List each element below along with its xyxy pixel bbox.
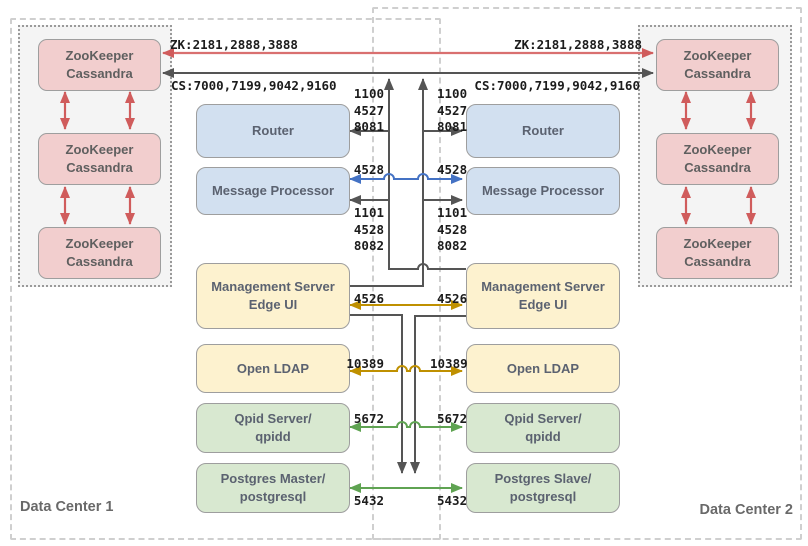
box-label: Qpid Server/	[234, 411, 312, 426]
box-label: Message Processor	[481, 183, 605, 198]
zk-ports-label: ZK:2181,2888,3888	[170, 37, 298, 52]
box-label: Edge UI	[248, 297, 298, 312]
box-label: Postgres Master/	[220, 471, 326, 486]
box-label: Management Server	[481, 279, 605, 294]
box-label: ZooKeeper	[65, 48, 134, 63]
data-center-2-label: Data Center 2	[699, 502, 793, 518]
box-label: ZooKeeper	[683, 142, 752, 157]
postgres-port-label: 5432	[353, 493, 384, 508]
ldap-port-label: 10389	[346, 356, 384, 371]
zk-ports-label: ZK:2181,2888,3888	[514, 37, 642, 52]
box-label: qpidd	[525, 429, 561, 444]
mp-sync-arrow	[349, 173, 463, 184]
port-value: 1100	[353, 86, 384, 101]
port-value: 8082	[353, 238, 384, 253]
left-ms-to-cassandra-link	[347, 78, 428, 287]
box-label: Cassandra	[66, 254, 133, 269]
box-label: ZooKeeper	[65, 142, 134, 157]
box-label: ZooKeeper	[683, 48, 752, 63]
box-label: Message Processor	[211, 183, 335, 198]
port-value: 4527	[437, 102, 468, 118]
router-box: Router	[466, 104, 620, 158]
port-value: 8082	[437, 238, 468, 253]
message-processor-box: Message Processor	[196, 167, 350, 215]
box-label: ZooKeeper	[65, 236, 134, 251]
cs-ports-label: CS:7000,7199,9042,9160	[171, 78, 337, 93]
qpid-server-box: Qpid Server/ qpidd	[466, 403, 620, 453]
port-value: 4527	[353, 102, 384, 118]
data-center-1-label: Data Center 1	[20, 499, 114, 515]
open-ldap-box: Open LDAP	[196, 344, 350, 393]
left-ms-to-postgres-link	[347, 314, 407, 474]
management-server-box: Management Server Edge UI	[466, 263, 620, 329]
box-label: Router	[252, 123, 294, 138]
box-label: Cassandra	[684, 160, 751, 175]
box-label: Postgres Slave/	[494, 471, 592, 486]
management-port-label: 4526	[353, 291, 384, 306]
zookeeper-cassandra-box: ZooKeeper Cassandra	[38, 227, 161, 279]
router-ports-label: 1100 4527 8081	[354, 86, 384, 136]
box-label: Qpid Server/	[504, 411, 582, 426]
data-center-2-boundary	[372, 7, 802, 540]
zookeeper-cassandra-box: ZooKeeper Cassandra	[656, 39, 779, 91]
box-label: Cassandra	[66, 160, 133, 175]
management-port-label: 4526	[437, 291, 468, 306]
ldap-sync-arrow	[349, 365, 463, 376]
box-label: Management Server	[211, 279, 335, 294]
qpid-sync-arrow	[349, 421, 463, 432]
cs-ports-label: CS:7000,7199,9042,9160	[474, 78, 640, 93]
postgres-port-label: 5432	[437, 493, 468, 508]
box-label: qpidd	[255, 429, 291, 444]
mp-sync-port-label: 4528	[437, 162, 468, 177]
data-center-1-boundary	[10, 18, 441, 540]
zookeeper-cassandra-box: ZooKeeper Cassandra	[656, 227, 779, 279]
message-processor-box: Message Processor	[466, 167, 620, 215]
box-label: Edge UI	[518, 297, 568, 312]
box-label: postgresql	[239, 489, 307, 504]
box-label: ZooKeeper	[683, 236, 752, 251]
port-value: 8081	[353, 119, 384, 134]
management-server-box: Management Server Edge UI	[196, 263, 350, 329]
mp-ports-label: 1101 4528 8082	[354, 205, 384, 255]
postgres-master-box: Postgres Master/ postgresql	[196, 463, 350, 513]
port-value: 1101	[353, 205, 384, 220]
mp-sync-port-label: 4528	[353, 162, 384, 177]
qpid-server-box: Qpid Server/ qpidd	[196, 403, 350, 453]
box-label: postgresql	[509, 489, 577, 504]
open-ldap-box: Open LDAP	[466, 344, 620, 393]
zookeeper-cassandra-box: ZooKeeper Cassandra	[38, 39, 161, 91]
box-label: Open LDAP	[236, 360, 310, 376]
port-value: 4528	[437, 221, 468, 237]
postgres-slave-box: Postgres Slave/ postgresql	[466, 463, 620, 513]
right-ms-to-postgres-link	[410, 315, 466, 474]
box-label: Router	[522, 123, 564, 138]
router-ports-label: 1100 4527 8081	[437, 86, 467, 136]
router-box: Router	[196, 104, 350, 158]
qpid-port-label: 5672	[437, 411, 468, 426]
port-value: 4528	[353, 221, 384, 237]
mp-ports-label: 1101 4528 8082	[437, 205, 467, 255]
qpid-port-label: 5672	[353, 411, 384, 426]
ldap-port-label: 10389	[430, 356, 468, 371]
port-value: 1101	[437, 205, 468, 220]
box-label: Cassandra	[684, 254, 751, 269]
box-label: Cassandra	[684, 66, 751, 81]
box-label: Open LDAP	[506, 360, 580, 376]
zookeeper-cassandra-box: ZooKeeper Cassandra	[38, 133, 161, 185]
zookeeper-cassandra-box: ZooKeeper Cassandra	[656, 133, 779, 185]
box-label: Cassandra	[66, 66, 133, 81]
port-value: 1100	[437, 86, 468, 101]
port-value: 8081	[437, 119, 468, 134]
